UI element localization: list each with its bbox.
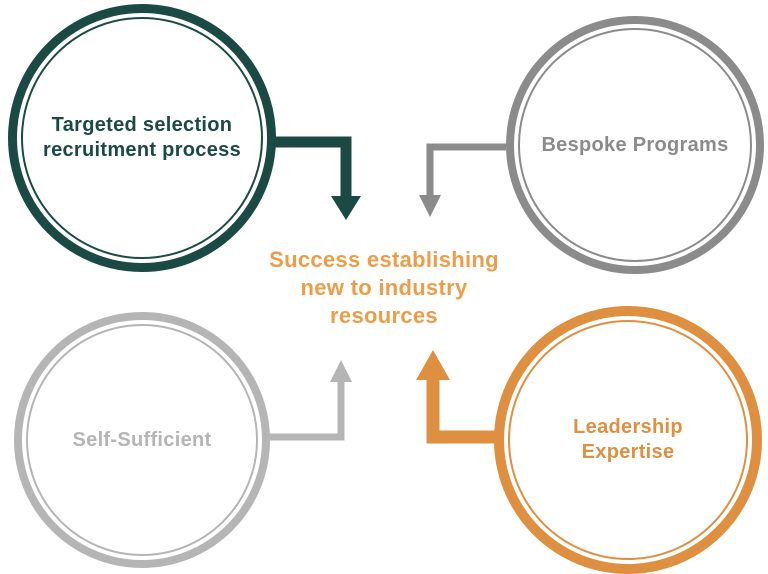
node-targeted-selection: Targeted selection recruitment process [8, 4, 276, 272]
node-label: Leadership Expertise [504, 415, 752, 465]
node-label-line: Leadership Expertise [573, 416, 683, 463]
arrow-head-up-icon [330, 360, 352, 382]
arrow-line [268, 380, 345, 441]
node-leadership-expertise: Leadership Expertise [494, 306, 762, 574]
node-label-line: Bespoke Programs [541, 133, 729, 156]
arrow-line [426, 378, 496, 444]
arrow-line [270, 136, 352, 198]
node-bespoke-programs: Bespoke Programs [506, 16, 764, 274]
node-label-line: recruitment process [43, 139, 241, 161]
node-label: Bespoke Programs [515, 133, 754, 158]
arrow-from-bespoke-programs [419, 143, 506, 217]
node-label: Self-Sufficient [47, 428, 238, 453]
node-label-line: Self-Sufficient [72, 428, 212, 451]
node-self-sufficient: Self-Sufficient [14, 312, 270, 568]
node-label: Targeted selection recruitment process [17, 113, 267, 163]
center-statement-line: Success establishing [269, 247, 499, 272]
arrow-line [426, 143, 506, 197]
arrow-from-targeted-selection [270, 136, 361, 220]
center-statement-line: resources [330, 303, 438, 329]
node-label-line: Targeted selection [51, 114, 233, 136]
arrow-head-up-icon [416, 350, 450, 380]
arrow-head-down-icon [331, 196, 361, 220]
center-statement: Success establishing new to industry res… [234, 246, 534, 330]
center-statement-line: new to industry [300, 275, 468, 301]
arrow-head-down-icon [419, 195, 441, 217]
arrow-from-leadership-expertise [416, 350, 496, 444]
arrow-from-self-sufficient [268, 360, 352, 441]
